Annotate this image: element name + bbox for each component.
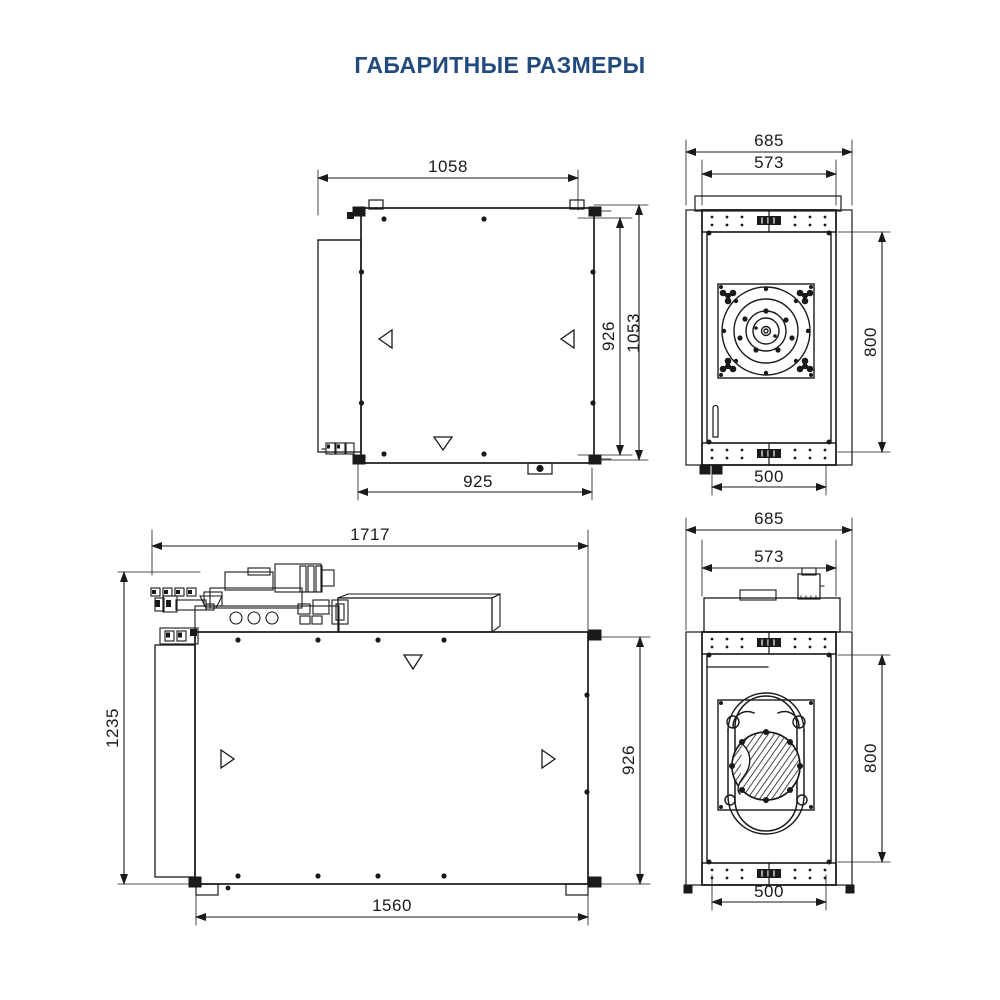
dim-1058: 1058 (317, 157, 579, 182)
dim-800-top: 800 (861, 231, 886, 453)
dim-label-685-bottom: 685 (754, 509, 784, 528)
triple-lobe-clamp-icon (719, 289, 814, 373)
dim-800-bottom: 800 (861, 654, 886, 863)
dim-label-1235: 1235 (103, 708, 122, 748)
dim-label-1053: 1053 (624, 313, 643, 353)
dim-926-side: 926 (619, 636, 644, 885)
dim-label-926-plan: 926 (599, 321, 618, 351)
dim-label-800-bottom: 800 (861, 743, 880, 773)
dim-685-bottom: 685 (685, 509, 853, 534)
machinery-assembly (150, 563, 349, 633)
dim-685-top: 685 (685, 131, 853, 156)
dim-label-925: 925 (463, 472, 493, 491)
dim-label-500-bottom: 500 (754, 882, 784, 901)
dim-label-926-side: 926 (619, 745, 638, 775)
dim-926-plan: 926 (599, 217, 624, 456)
dim-1560: 1560 (195, 896, 589, 921)
dim-label-1058: 1058 (428, 157, 468, 176)
dim-label-573-top: 573 (754, 153, 784, 172)
dim-573-bottom: 573 (701, 547, 837, 572)
dim-label-1560: 1560 (372, 896, 412, 915)
dim-500-top: 500 (711, 467, 827, 491)
flow-marker-triangles (377, 328, 575, 452)
dim-573-top: 573 (701, 153, 837, 178)
dim-label-573-bottom: 573 (754, 547, 784, 566)
view-end-fanguard: 685 573 800 500 (683, 509, 891, 911)
dim-925: 925 (357, 472, 593, 496)
dim-label-500-top: 500 (754, 467, 784, 486)
flow-marker-triangles-side (220, 654, 557, 770)
dim-1053: 1053 (624, 204, 643, 461)
dim-label-1717: 1717 (350, 525, 390, 544)
view-top-plan: 1058 1053 926 925 (317, 157, 649, 501)
dim-label-800-top: 800 (861, 327, 880, 357)
dim-500-bottom: 500 (711, 882, 827, 906)
dim-1235: 1235 (103, 571, 128, 885)
dim-label-685-top: 685 (754, 131, 784, 150)
view-side-elevation: 1717 1235 926 1560 (103, 525, 651, 926)
view-top-end-fanhousing: 685 573 800 500 (685, 131, 891, 496)
dim-1717: 1717 (151, 525, 589, 550)
page-title: ГАБАРИТНЫЕ РАЗМЕРЫ (354, 52, 646, 78)
fan-guard-cage (727, 692, 805, 835)
